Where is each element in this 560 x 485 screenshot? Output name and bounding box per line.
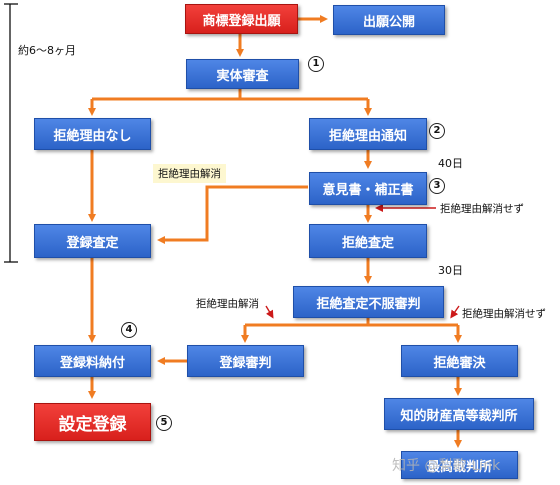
note-not-resolved-2: 拒絶理由解消せず — [462, 308, 546, 320]
box-publication: 出願公開 — [333, 5, 445, 35]
box-supreme-court: 最高裁判所 — [401, 451, 518, 479]
box-appeal: 拒絶査定不服審判 — [293, 286, 444, 318]
watermark: 知乎 @梨歌-Link — [392, 458, 501, 474]
box-opinion: 意見書・補正書 — [309, 172, 427, 205]
step-4-marker: 4 — [121, 322, 137, 338]
timeline-bracket — [4, 3, 18, 263]
box-fee: 登録料納付 — [34, 345, 151, 377]
box-registration-decision: 登録査定 — [34, 224, 151, 258]
box-refusal-decision: 拒絶査定 — [309, 224, 427, 258]
box-refusal-trial: 拒絶審決 — [401, 345, 518, 377]
red-arrow-resolved-2 — [265, 305, 274, 319]
box-application: 商標登録出願 — [185, 4, 298, 34]
step-1-marker: 1 — [308, 56, 324, 72]
note-resolved-2: 拒絶理由解消 — [196, 298, 259, 310]
days-40: 40日 — [438, 157, 463, 170]
arrow-examination-split — [92, 89, 368, 101]
note-resolved-1: 拒絶理由解消 — [153, 164, 226, 183]
red-arrow-not-resolved-2 — [450, 305, 460, 319]
period-label: 約6～8ヶ月 — [18, 44, 76, 57]
box-refusal-notice: 拒絶理由通知 — [309, 118, 427, 150]
step-5-marker: 5 — [156, 415, 172, 431]
step-3-marker: 3 — [429, 178, 445, 194]
note-not-resolved-1: 拒絶理由解消せず — [440, 203, 524, 215]
box-ip-court: 知的財産高等裁判所 — [384, 398, 534, 430]
box-examination: 実体審査 — [186, 59, 299, 89]
box-registration: 設定登録 — [34, 403, 151, 441]
arrow-opinion-to-reg-decision — [157, 185, 308, 244]
days-30: 30日 — [438, 264, 463, 277]
step-2-marker: 2 — [429, 123, 445, 139]
arrow-appeal-split — [245, 318, 458, 327]
box-no-refusal: 拒絶理由なし — [34, 118, 151, 150]
box-reg-appeal: 登録審判 — [187, 345, 304, 377]
